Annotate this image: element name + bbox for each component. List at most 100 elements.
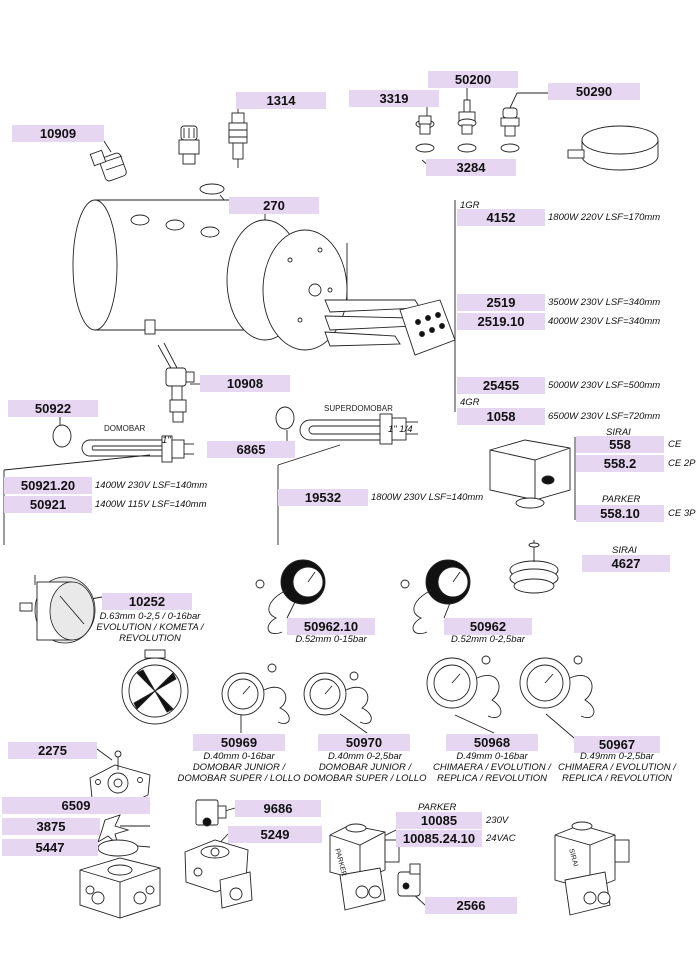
- part-50921-label[interactable]: 50921: [4, 496, 92, 513]
- part-2275-label[interactable]: 2275: [8, 742, 97, 759]
- part-3319-label[interactable]: 3319: [349, 90, 439, 107]
- part-50962-10-label[interactable]: 50962.10: [287, 618, 375, 635]
- valve-body-left-illustration: [79, 857, 161, 919]
- part-10252-illustration: [19, 575, 96, 644]
- part-50962-illustration: [400, 559, 471, 634]
- leader-lines: [3, 85, 576, 906]
- part-558-10-label[interactable]: 558.10: [576, 505, 664, 522]
- part-6509-label[interactable]: 6509: [2, 797, 150, 814]
- parker-solenoid-valve-illustration: [329, 823, 400, 911]
- part-19532-label[interactable]: 19532: [278, 489, 368, 506]
- part-9686-label[interactable]: 9686: [235, 800, 321, 817]
- part-4627-illustration: [509, 540, 559, 594]
- part-5447-label[interactable]: 5447: [2, 839, 98, 856]
- part-50921-spec: 1400W 115V LSF=140mm: [95, 499, 207, 510]
- part-50967-spec-1: D.49mm 0-2,5bar: [580, 751, 654, 762]
- gauge-face-illustration: [121, 649, 189, 725]
- part-19532-spec: 1800W 230V LSF=140mm: [371, 492, 484, 503]
- part-25455-spec: 5000W 230V LSF=500mm: [548, 380, 661, 391]
- part-1058-spec: 6500W 230V LSF=720mm: [548, 411, 661, 422]
- part-1314-label[interactable]: 1314: [236, 92, 326, 109]
- part-270-label[interactable]: 270: [229, 197, 319, 214]
- part-50970-spec-2: DOMOBAR JUNIOR /: [318, 762, 412, 773]
- part-558-label[interactable]: 558: [576, 436, 664, 453]
- part-1314-illustration: [228, 112, 248, 168]
- part-50922-illustration: [52, 424, 72, 448]
- part-558-10-spec: CE 3P: [668, 508, 696, 519]
- part-558-10-brand: PARKER: [602, 494, 641, 505]
- part-2519-label[interactable]: 2519: [457, 294, 545, 311]
- pressure-switch-illustration: [178, 125, 200, 165]
- part-10909-illustration: [89, 149, 127, 182]
- part-50968-spec-2: CHIMAERA / EVOLUTION /: [433, 762, 551, 773]
- part-558-brand: SIRAI: [606, 427, 631, 438]
- part-4627-label[interactable]: 4627: [582, 555, 670, 572]
- part-50970-label[interactable]: 50970: [318, 734, 410, 751]
- part-50968-illustration: [426, 655, 502, 718]
- size-1in-label: 1": [162, 435, 171, 446]
- part-558-2-spec: CE 2P: [668, 458, 696, 469]
- part-50968-label[interactable]: 50968: [446, 734, 538, 751]
- part-50962-label[interactable]: 50962: [444, 618, 532, 635]
- part-10252-label[interactable]: 10252: [102, 593, 192, 610]
- part-50967-label[interactable]: 50967: [574, 736, 660, 753]
- part-50970-illustration: [303, 671, 372, 724]
- superdomobar-heating-element-illustration: [299, 413, 418, 445]
- boiler-illustration: [72, 199, 456, 356]
- part-50921-20-label[interactable]: 50921.20: [4, 477, 92, 494]
- part-558-spec: CE: [668, 439, 682, 450]
- part-50968-spec-1: D.49mm 0-16bar: [456, 751, 528, 762]
- part-50290-label[interactable]: 50290: [548, 83, 640, 100]
- part-5447-illustration: [97, 839, 139, 857]
- domobar-label: DOMOBAR: [104, 424, 146, 433]
- ring-container-illustration: [567, 125, 659, 171]
- part-50969-spec-3: DOMOBAR SUPER / LOLLO: [177, 773, 301, 784]
- part-2519-spec: 3500W 230V LSF=340mm: [548, 297, 661, 308]
- part-10085-label[interactable]: 10085: [396, 812, 482, 829]
- part-6865-label[interactable]: 6865: [207, 441, 295, 458]
- part-3875-label[interactable]: 3875: [2, 818, 100, 835]
- part-10085-24-10-label[interactable]: 10085.24.10: [396, 830, 482, 847]
- domobar-heating-element-illustration: [81, 435, 194, 463]
- part-25455-label[interactable]: 25455: [457, 377, 545, 394]
- part-10085-spec: 230V: [486, 815, 509, 826]
- part-50922-label[interactable]: 50922: [8, 400, 98, 417]
- part-50970-spec-3: DOMOBAR SUPER / LOLLO: [303, 773, 427, 784]
- part-4627-brand: SIRAI: [612, 545, 637, 556]
- part-558-2-label[interactable]: 558.2: [576, 455, 664, 472]
- part-4152-spec: 1800W 220V LSF=170mm: [548, 212, 661, 223]
- part-50969-label[interactable]: 50969: [193, 734, 285, 751]
- part-5249-illustration: [184, 839, 253, 909]
- part-4152-label[interactable]: 4152: [457, 209, 545, 226]
- part-2566-illustration: [397, 863, 421, 897]
- part-50969-spec-1: D.40mm 0-16bar: [203, 751, 275, 762]
- part-50200-label[interactable]: 50200: [428, 71, 518, 88]
- part-50962-spec: D.52mm 0-2,5bar: [451, 634, 525, 645]
- part-10085-24-10-spec: 24VAC: [486, 833, 516, 844]
- part-3284-label[interactable]: 3284: [426, 159, 516, 176]
- part-558-illustration: [489, 439, 571, 509]
- part-3875-illustration: [97, 814, 130, 847]
- part-50921-20-spec: 1400W 230V LSF=140mm: [95, 480, 208, 491]
- part-1058-label[interactable]: 1058: [457, 408, 545, 425]
- part-10252-spec-3: REVOLUTION: [119, 633, 181, 644]
- part-50967-illustration: [519, 655, 595, 718]
- part-50962-10-spec: D.52mm 0-15bar: [295, 634, 367, 645]
- part-10909-label[interactable]: 10909: [12, 125, 104, 142]
- part-2519-10-label[interactable]: 2519.10: [457, 313, 545, 330]
- group-4gr-label: 4GR: [460, 397, 480, 408]
- part-50970-spec-1: D.40mm 0-2,5bar: [328, 751, 402, 762]
- part-270-illustration: [199, 183, 225, 195]
- part-10908-illustration: [157, 342, 195, 423]
- part-50967-spec-2: CHIMAERA / EVOLUTION /: [558, 762, 676, 773]
- part-50969-spec-2: DOMOBAR JUNIOR /: [192, 762, 286, 773]
- part-10252-spec-2: EVOLUTION / KOMETA /: [96, 622, 204, 633]
- part-10908-label[interactable]: 10908: [200, 375, 290, 392]
- part-50968-spec-3: REPLICA / REVOLUTION: [437, 773, 547, 784]
- superdomobar-label: SUPERDOMOBAR: [324, 404, 393, 413]
- part-2566-label[interactable]: 2566: [425, 897, 517, 914]
- part-2519-10-spec: 4000W 230V LSF=340mm: [548, 316, 661, 327]
- part-50969-illustration: [221, 663, 290, 724]
- part-5249-label[interactable]: 5249: [228, 826, 322, 843]
